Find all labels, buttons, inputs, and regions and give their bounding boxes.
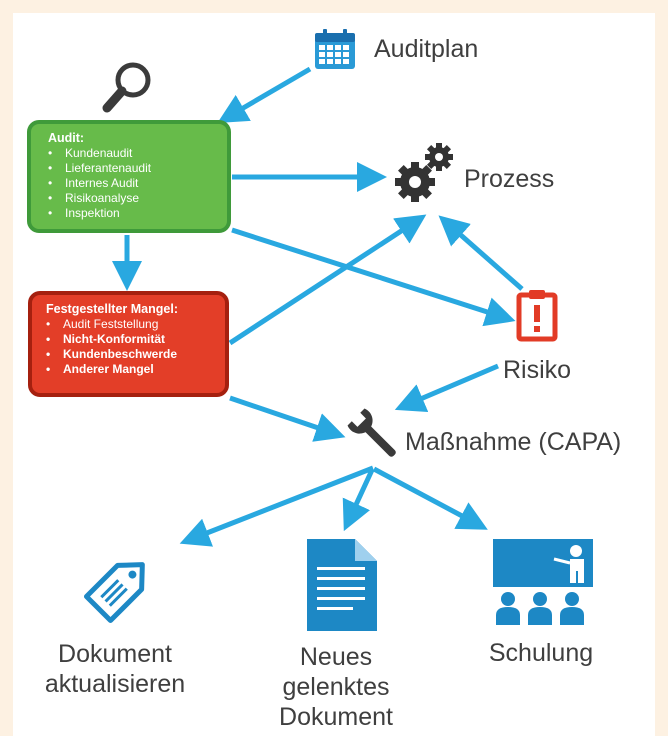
list-item: Internes Audit: [48, 176, 227, 191]
auditplan-label: Auditplan: [374, 35, 479, 63]
neues-dokument-label: Neues gelenktes Dokument: [266, 642, 406, 732]
arrow-audit-risiko: [231, 227, 516, 327]
label-line: Dokument: [58, 640, 172, 668]
list-item: Audit Feststellung: [46, 317, 225, 332]
mangel-box: Festgestellter Mangel: Audit Feststellun…: [28, 291, 229, 397]
audit-box-title: Audit:: [48, 131, 85, 145]
schulung-label: Schulung: [488, 639, 594, 667]
arrow-massnahme-schulung: [372, 466, 488, 530]
list-item: Lieferantenaudit: [48, 161, 227, 176]
list-item: Kundenbeschwerde: [46, 347, 225, 362]
arrow-risiko-prozess: [438, 215, 524, 291]
wrench-icon: [347, 408, 396, 457]
mangel-box-title: Festgestellter Mangel:: [46, 302, 178, 316]
label-line: aktualisieren: [44, 670, 186, 698]
list-item: Kundenaudit: [48, 146, 227, 161]
risiko-label: Risiko: [503, 356, 572, 384]
dokument-aktualisieren-label: Dokument aktualisieren: [30, 639, 200, 699]
audit-box-list: Kundenaudit Lieferantenaudit Internes Au…: [48, 146, 227, 221]
arrow-massnahme-neues-dokument: [342, 468, 375, 532]
label-line: Dokument: [279, 703, 393, 731]
arrow-massnahme-dokument: [179, 465, 374, 547]
label-line: gelenktes: [282, 673, 390, 701]
list-item: Anderer Mangel: [46, 362, 225, 377]
label-line: Neues: [299, 643, 373, 671]
arrow-risiko-massnahme: [394, 363, 499, 412]
magnifier-icon: [102, 62, 151, 113]
prozess-label: Prozess: [464, 165, 555, 193]
gears-icon: [395, 143, 453, 202]
mangel-box-list: Audit Feststellung Nicht-Konformität Kun…: [46, 317, 225, 377]
calendar-icon: [315, 29, 355, 69]
arrow-auditplan-audit: [217, 66, 312, 124]
tag-icon: [83, 562, 145, 624]
list-item: Risikoanalyse: [48, 191, 227, 206]
document-icon: [307, 539, 377, 631]
arrow-mangel-prozess: [228, 214, 427, 346]
clipboard-alert-icon: [516, 290, 558, 342]
list-item: Inspektion: [48, 206, 227, 221]
training-icon: [493, 539, 593, 625]
arrow-mangel-massnahme: [229, 395, 346, 442]
massnahme-label: Maßnahme (CAPA): [405, 428, 622, 456]
list-item: Nicht-Konformität: [46, 332, 225, 347]
audit-box: Audit: Kundenaudit Lieferantenaudit Inte…: [27, 120, 231, 233]
